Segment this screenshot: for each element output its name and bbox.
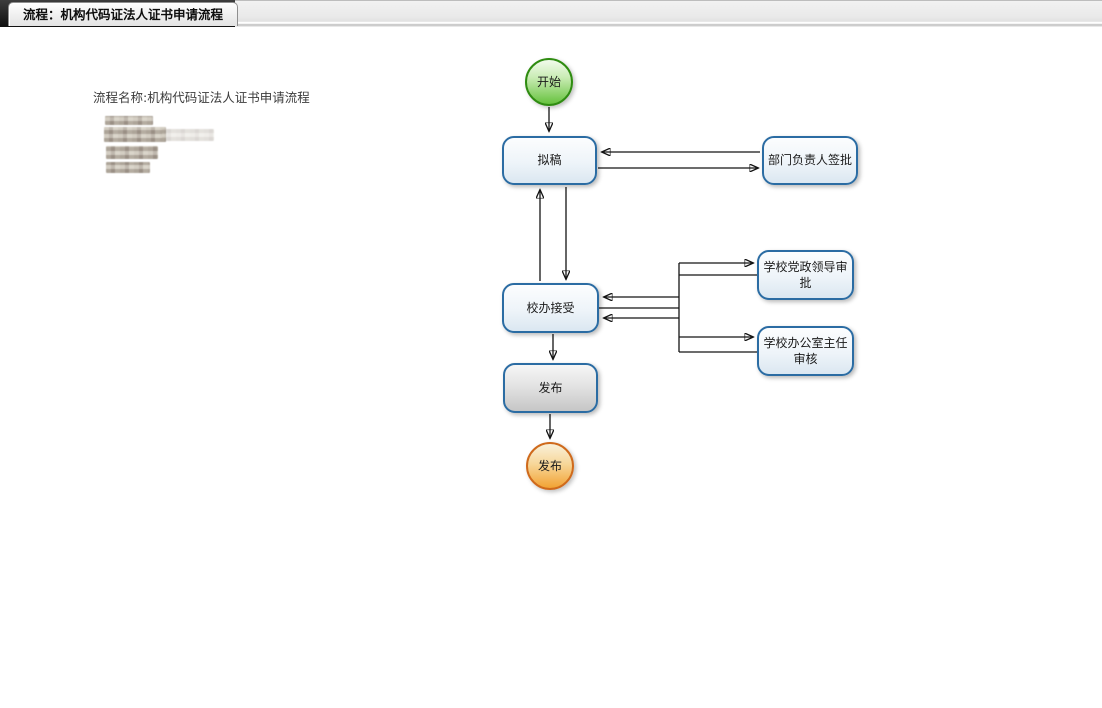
flow-node-label: 校办接受	[526, 300, 575, 315]
flow-node-label: 学校办公室主任审核	[763, 335, 848, 366]
tab-bar: 流程：机构代码证法人证书申请流程	[0, 0, 1102, 28]
tab-bar-light-section	[235, 0, 1102, 27]
flow-node-label: 拟稿	[537, 153, 562, 168]
redacted-text	[106, 146, 158, 159]
tab-process-flow[interactable]: 流程：机构代码证法人证书申请流程	[8, 2, 239, 26]
flow-node-publish[interactable]: 发布	[503, 363, 598, 413]
flow-node-office-director-review[interactable]: 学校办公室主任审核	[757, 326, 854, 376]
flow-node-publish-end[interactable]: 发布	[526, 442, 574, 490]
flow-node-label: 开始	[536, 74, 561, 89]
redacted-text	[105, 116, 153, 125]
flow-node-label: 部门负责人签批	[767, 153, 852, 168]
flow-node-label: 发布	[538, 380, 563, 395]
redacted-text	[106, 162, 150, 173]
flow-node-draft[interactable]: 拟稿	[502, 136, 597, 185]
flow-node-school-leaders-approve[interactable]: 学校党政领导审批	[757, 250, 854, 300]
flow-node-start[interactable]: 开始	[525, 58, 573, 106]
redacted-text	[162, 129, 214, 141]
flow-node-label: 发布	[537, 458, 562, 473]
process-name-label: 流程名称:机构代码证法人证书申请流程	[93, 90, 310, 105]
flow-node-label: 学校党政领导审批	[763, 259, 848, 290]
flow-node-school-office-accept[interactable]: 校办接受	[502, 283, 599, 333]
redacted-text	[104, 127, 166, 142]
flow-node-dept-head-sign[interactable]: 部门负责人签批	[762, 136, 858, 185]
